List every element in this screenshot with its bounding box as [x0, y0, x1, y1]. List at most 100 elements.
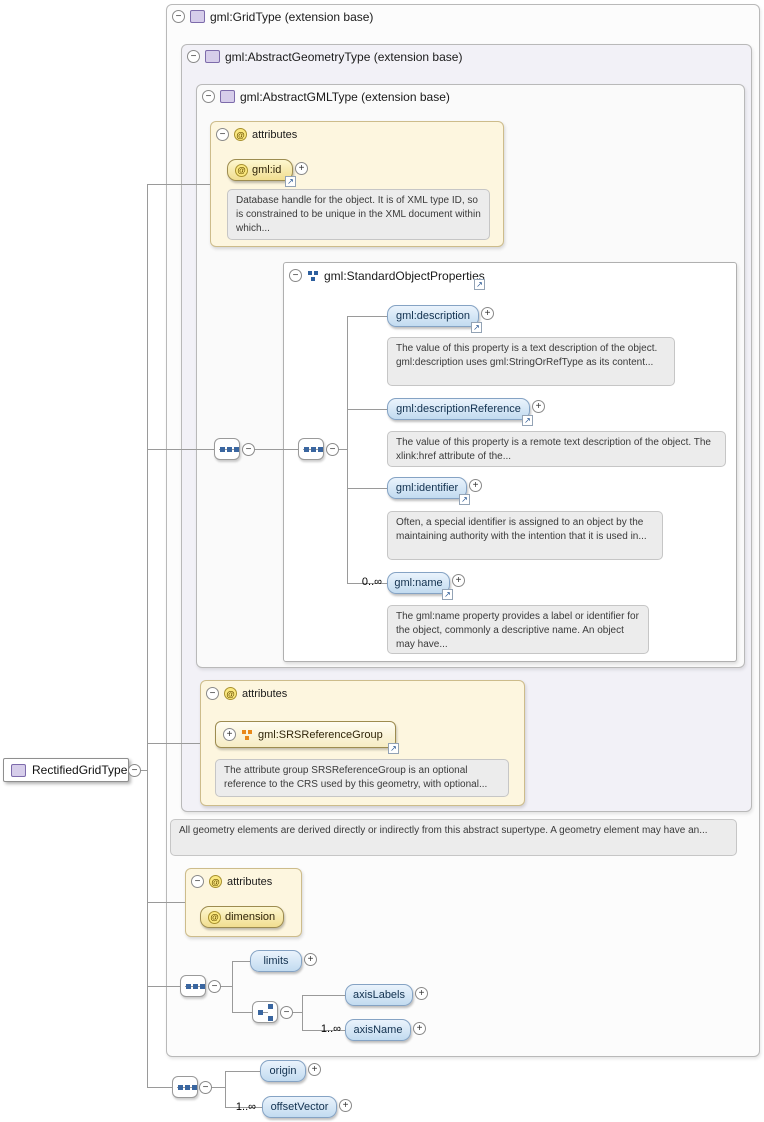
attribute-gml-id[interactable]: @ gml:id ↗ — [227, 159, 296, 187]
expand-icon[interactable]: + — [295, 162, 308, 175]
goto-definition-icon[interactable]: ↗ — [474, 279, 485, 290]
element-label: limits — [263, 955, 289, 967]
sequence-icon[interactable] — [214, 438, 240, 460]
element-axislabels[interactable]: axisLabels — [345, 984, 413, 1006]
connector — [255, 449, 298, 450]
collapse-icon[interactable]: − — [172, 10, 185, 23]
frame-title: gml:AbstractGMLType (extension base) — [240, 89, 450, 104]
attributes-title: attributes — [252, 128, 298, 141]
attributes-header: − @ attributes — [216, 127, 297, 142]
element-gml-identifier[interactable]: gml:identifier ↗ — [387, 477, 470, 505]
connector — [212, 1087, 225, 1088]
attributes-title: attributes — [227, 875, 273, 888]
attribute-icon: @ — [209, 875, 222, 888]
sequence-icon[interactable] — [298, 438, 324, 460]
choice-icon[interactable] — [252, 1001, 278, 1023]
connector — [147, 1087, 172, 1088]
element-label: RectifiedGridType — [32, 763, 128, 777]
attribute-dimension[interactable]: @ dimension — [200, 906, 284, 928]
collapse-icon[interactable]: − — [326, 443, 339, 456]
frame-title: gml:AbstractGeometryType (extension base… — [225, 49, 463, 64]
goto-definition-icon[interactable]: ↗ — [459, 494, 470, 505]
documentation-gml-description: The value of this property is a text des… — [387, 337, 675, 386]
element-gml-descriptionreference[interactable]: gml:descriptionReference ↗ — [387, 398, 533, 426]
sequence-icon[interactable] — [172, 1076, 198, 1098]
collapse-icon[interactable]: − — [208, 980, 221, 993]
collapse-icon[interactable]: − — [216, 128, 229, 141]
connector — [232, 961, 233, 1012]
expand-icon[interactable]: + — [481, 307, 494, 320]
connector — [147, 449, 214, 450]
frame-abstractgmltype-header: − gml:AbstractGMLType (extension base) — [202, 89, 450, 104]
element-limits[interactable]: limits — [250, 950, 302, 972]
connector — [221, 986, 232, 987]
collapse-icon[interactable]: − — [280, 1006, 293, 1019]
attribute-group-srsreferencegroup[interactable]: + gml:SRSReferenceGroup ↗ — [215, 721, 399, 754]
element-origin[interactable]: origin — [260, 1060, 306, 1082]
connector — [347, 488, 387, 489]
expand-icon[interactable]: + — [339, 1099, 352, 1112]
element-axisname[interactable]: axisName — [345, 1019, 411, 1041]
element-gml-name[interactable]: gml:name ↗ — [387, 572, 453, 600]
connector — [339, 449, 347, 450]
expand-icon[interactable]: + — [452, 574, 465, 587]
element-rectifiedgridtype[interactable]: RectifiedGridType — [3, 758, 129, 782]
connector — [147, 184, 148, 1087]
group-title: gml:StandardObjectProperties — [324, 268, 485, 283]
complextype-icon — [190, 10, 205, 23]
collapse-icon[interactable]: − — [289, 269, 302, 282]
attribute-icon: @ — [224, 687, 237, 700]
expand-icon[interactable]: + — [415, 987, 428, 1000]
sequence-icon[interactable] — [180, 975, 206, 997]
cardinality-label: 1..∞ — [235, 1101, 256, 1113]
goto-definition-icon[interactable]: ↗ — [285, 176, 296, 187]
connector — [225, 1071, 226, 1107]
collapse-icon[interactable]: − — [191, 875, 204, 888]
expand-icon[interactable]: + — [532, 400, 545, 413]
attributes-header: − @ attributes — [206, 686, 287, 701]
collapse-icon[interactable]: − — [206, 687, 219, 700]
expand-icon[interactable]: + — [223, 728, 236, 741]
expand-icon[interactable]: + — [413, 1022, 426, 1035]
element-gml-description[interactable]: gml:description ↗ — [387, 305, 482, 333]
complextype-icon — [205, 50, 220, 63]
complextype-icon — [11, 763, 26, 777]
collapse-icon[interactable]: − — [187, 50, 200, 63]
attribute-icon: @ — [208, 910, 221, 924]
attributes-title: attributes — [242, 687, 288, 700]
connector — [302, 1030, 345, 1031]
cardinality-label: 1..∞ — [320, 1023, 341, 1035]
expand-icon[interactable]: + — [469, 479, 482, 492]
connector — [225, 1071, 260, 1072]
connector — [147, 743, 200, 744]
connector — [147, 184, 210, 185]
documentation-abstractgeometry: All geometry elements are derived direct… — [170, 819, 737, 856]
frame-abstractgeometrytype-header: − gml:AbstractGeometryType (extension ba… — [187, 49, 462, 64]
goto-definition-icon[interactable]: ↗ — [442, 589, 453, 600]
collapse-icon[interactable]: − — [128, 764, 141, 777]
element-label: axisLabels — [353, 989, 405, 1001]
element-label: gml:description — [396, 310, 470, 322]
element-offsetvector[interactable]: offsetVector — [262, 1096, 337, 1118]
element-label: offsetVector — [270, 1101, 329, 1113]
expand-icon[interactable]: + — [308, 1063, 321, 1076]
connector — [147, 986, 180, 987]
connector — [232, 1012, 252, 1013]
element-label: origin — [269, 1065, 297, 1077]
goto-definition-icon[interactable]: ↗ — [471, 322, 482, 333]
connector — [347, 583, 387, 584]
collapse-icon[interactable]: − — [202, 90, 215, 103]
connector — [302, 995, 303, 1030]
attribute-group-icon — [241, 729, 253, 741]
expand-icon[interactable]: + — [304, 953, 317, 966]
collapse-icon[interactable]: − — [199, 1081, 212, 1094]
documentation-srsreferencegroup: The attribute group SRSReferenceGroup is… — [215, 759, 509, 797]
collapse-icon[interactable]: − — [242, 443, 255, 456]
connector — [347, 316, 348, 583]
connector — [225, 1107, 262, 1108]
goto-definition-icon[interactable]: ↗ — [522, 415, 533, 426]
frame-gridtype-header: − gml:GridType (extension base) — [172, 9, 373, 24]
goto-definition-icon[interactable]: ↗ — [388, 743, 399, 754]
connector — [293, 1012, 302, 1013]
